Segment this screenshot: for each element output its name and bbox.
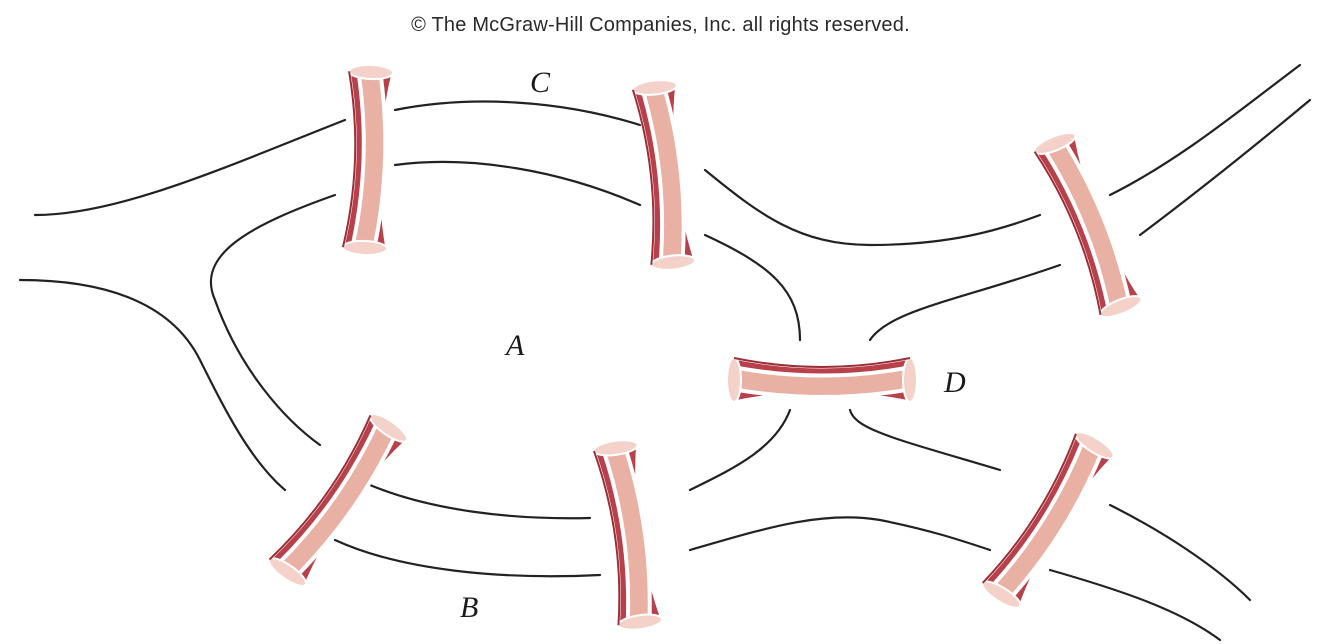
label-b: B [460, 591, 478, 624]
river-line-d-upper [870, 265, 1060, 340]
bridge-1 [343, 64, 394, 255]
river-line-far-top-right-b [1140, 100, 1310, 235]
bridge-3 [1032, 129, 1144, 322]
river-line-far-top-right-a [1110, 65, 1300, 195]
island-a-right-boundary [705, 235, 800, 340]
label-d: D [943, 366, 966, 399]
label-a: A [504, 329, 525, 362]
bridge-4 [727, 358, 917, 402]
island-a-left-boundary [211, 195, 335, 445]
river-line-d-lower [850, 410, 1000, 470]
label-c: C [530, 66, 551, 99]
river-line-bottom-right [690, 517, 990, 550]
bridge-2 [632, 78, 696, 272]
bridge-6 [593, 438, 663, 632]
river-line-far-bottom-right-a [1110, 505, 1250, 600]
river-line-top-lower [395, 162, 640, 205]
river-line-top-upper [395, 102, 640, 125]
river-line-top-right [705, 170, 1040, 245]
river-line-bottom-lower [335, 540, 600, 576]
island-a-lower-right-boundary [690, 410, 790, 490]
river-line-upper-left [35, 120, 345, 215]
river-line-lower-left [20, 280, 285, 490]
bridge-5 [265, 410, 410, 591]
river-line-bottom-upper [370, 485, 590, 518]
river-line-far-bottom-right-b [1050, 570, 1220, 640]
